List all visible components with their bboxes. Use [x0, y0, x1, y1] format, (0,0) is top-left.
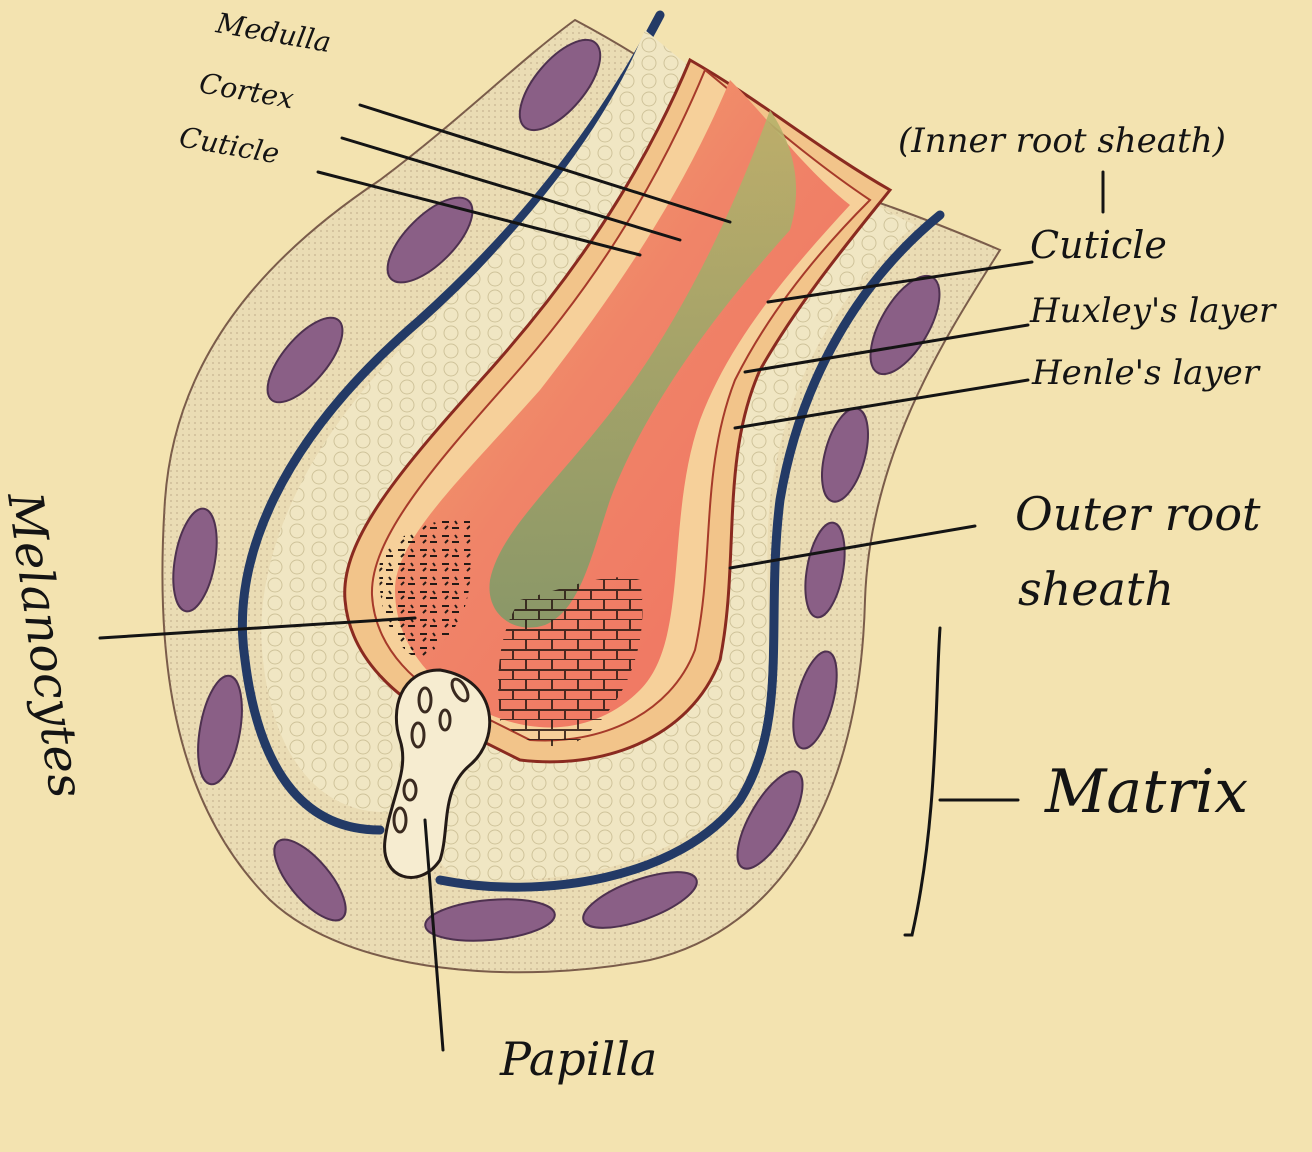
label-melanocytes: Melanocytes	[0, 488, 94, 801]
label-cuticle-hair: Cuticle	[177, 120, 282, 170]
label-outer-root-sheath-line1: Outer root	[1015, 487, 1261, 541]
dermal-papilla	[383, 668, 492, 879]
leader-lines	[98, 103, 1105, 1052]
label-outer-root-sheath-line2: sheath	[1018, 562, 1174, 616]
label-henles-layer: Henle's layer	[1031, 353, 1261, 393]
connective-tissue-nuclei	[172, 38, 941, 942]
hair-medulla	[489, 110, 797, 628]
glassy-membrane	[238, 10, 945, 892]
label-matrix: Matrix	[1044, 757, 1248, 827]
label-papilla: Papilla	[499, 1032, 657, 1086]
label-inner-root-sheath: (Inner root sheath)	[898, 121, 1226, 161]
label-cuticle-irs: Cuticle	[1030, 223, 1167, 267]
matrix-pigment	[379, 519, 643, 747]
label-medulla: Medulla	[213, 6, 334, 59]
label-cortex: Cortex	[197, 66, 297, 115]
label-huxleys-layer: Huxley's layer	[1029, 291, 1277, 331]
